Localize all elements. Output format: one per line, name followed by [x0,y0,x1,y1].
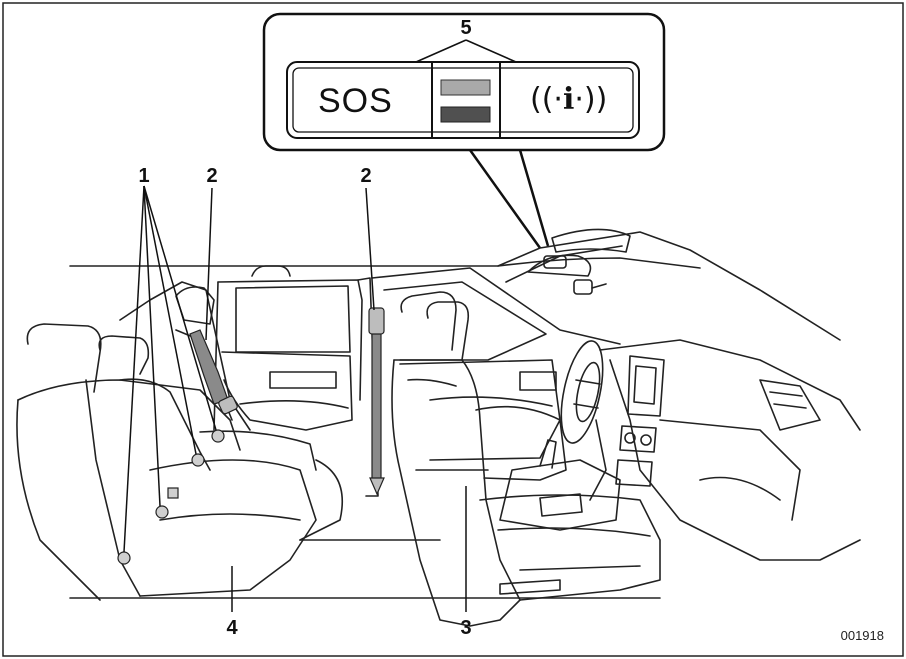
callout-4: 4 [226,618,237,638]
anchor-lower-center [156,506,168,518]
callout-3: 3 [460,618,471,638]
callout-2-rear: 2 [206,166,217,186]
callout-1: 1 [138,166,149,186]
anchor-lower-right [192,454,204,466]
figure-id: 001918 [841,628,884,643]
callout-5: 5 [460,18,471,38]
indicator-light-lower [441,107,490,122]
sos-button-label: SOS [318,82,393,121]
indicator-light-upper [441,80,490,95]
anchor-lower-left [118,552,130,564]
callout-2-front: 2 [360,166,371,186]
info-call-icon: ((·i·)) [530,82,607,117]
anchor-lower-far [212,430,224,442]
